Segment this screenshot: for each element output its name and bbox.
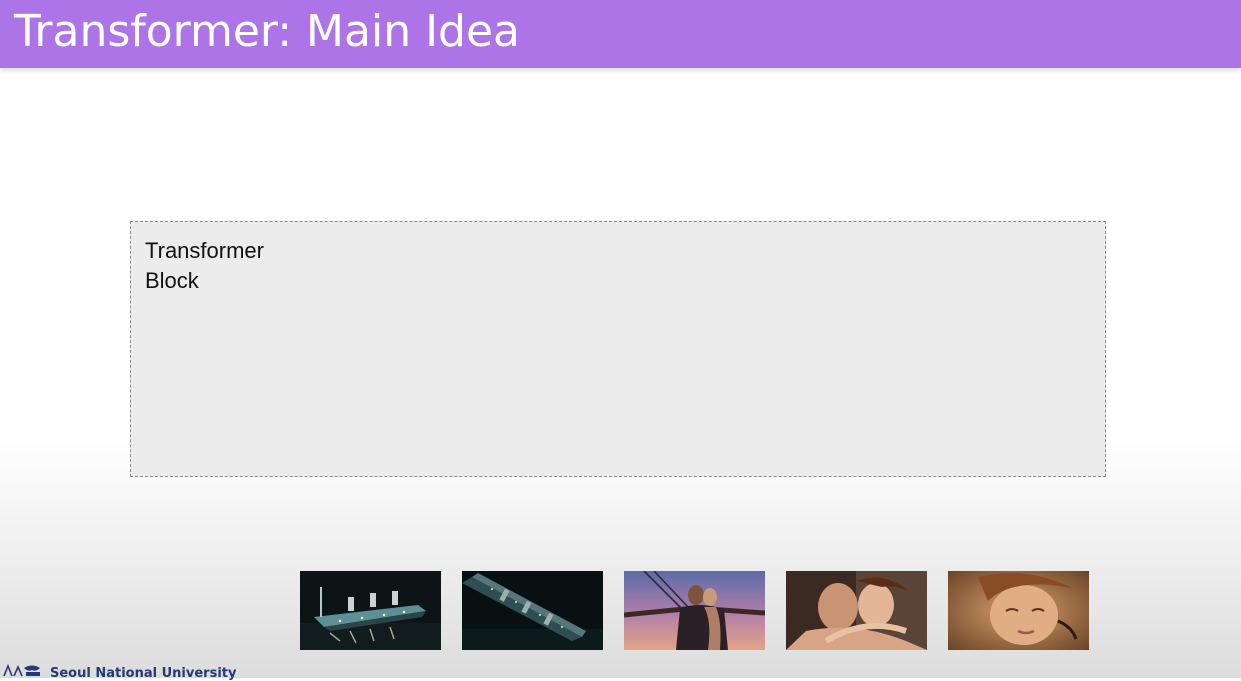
transformer-block-label: Transformer Block	[145, 236, 264, 296]
movie-frame-4	[786, 571, 927, 650]
movie-frame-5	[948, 571, 1089, 650]
footer-institution: Seoul National University	[50, 666, 237, 681]
block-label-line-1: Transformer	[145, 238, 264, 263]
movie-frame-1	[300, 571, 441, 650]
block-label-line-2: Block	[145, 268, 199, 293]
movie-frame-3	[624, 571, 765, 650]
movie-frames-row	[300, 571, 1090, 650]
transformer-block: Transformer Block	[130, 221, 1106, 477]
slide-title: Transformer: Main Idea	[14, 6, 521, 57]
university-logo-icon	[3, 664, 40, 677]
movie-frame-2	[462, 571, 603, 650]
slide-header: Transformer: Main Idea	[0, 0, 1241, 68]
